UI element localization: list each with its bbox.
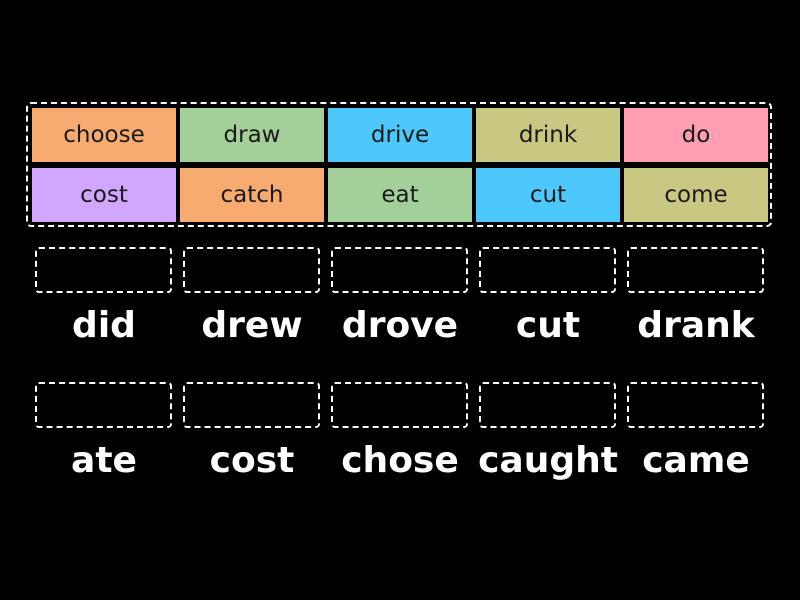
target-label-caught: caught bbox=[478, 440, 618, 481]
target-label-chose: chose bbox=[341, 440, 459, 481]
draggable-tile-do[interactable]: do bbox=[624, 108, 768, 162]
draggable-tile-cut[interactable]: cut bbox=[476, 168, 620, 222]
drop-slot-ate[interactable] bbox=[35, 382, 172, 428]
draggable-tile-drive[interactable]: drive bbox=[328, 108, 472, 162]
draggable-tile-eat[interactable]: eat bbox=[328, 168, 472, 222]
target-label-drank: drank bbox=[637, 305, 755, 346]
draggable-tile-choose[interactable]: choose bbox=[32, 108, 176, 162]
target-label-drove: drove bbox=[341, 305, 459, 346]
draggable-tile-come[interactable]: come bbox=[624, 168, 768, 222]
drop-slot-came[interactable] bbox=[627, 382, 764, 428]
draggable-tile-cost[interactable]: cost bbox=[32, 168, 176, 222]
target-label-did: did bbox=[72, 305, 136, 346]
drop-slot-cost[interactable] bbox=[183, 382, 320, 428]
drop-slot-did[interactable] bbox=[35, 247, 172, 293]
drop-slot-drank[interactable] bbox=[627, 247, 764, 293]
drop-slot-drove[interactable] bbox=[331, 247, 468, 293]
drop-slot-cut[interactable] bbox=[479, 247, 616, 293]
draggable-tile-catch[interactable]: catch bbox=[180, 168, 324, 222]
target-label-drew: drew bbox=[201, 305, 303, 346]
draggable-tile-draw[interactable]: draw bbox=[180, 108, 324, 162]
draggable-tile-drink[interactable]: drink bbox=[476, 108, 620, 162]
tile-tray bbox=[26, 102, 772, 227]
target-label-cost: cost bbox=[209, 440, 295, 481]
drop-slot-chose[interactable] bbox=[331, 382, 468, 428]
drop-slot-caught[interactable] bbox=[479, 382, 616, 428]
drop-slot-drew[interactable] bbox=[183, 247, 320, 293]
target-label-ate: ate bbox=[71, 440, 137, 481]
target-label-cut: cut bbox=[515, 305, 581, 346]
target-label-came: came bbox=[642, 440, 750, 481]
